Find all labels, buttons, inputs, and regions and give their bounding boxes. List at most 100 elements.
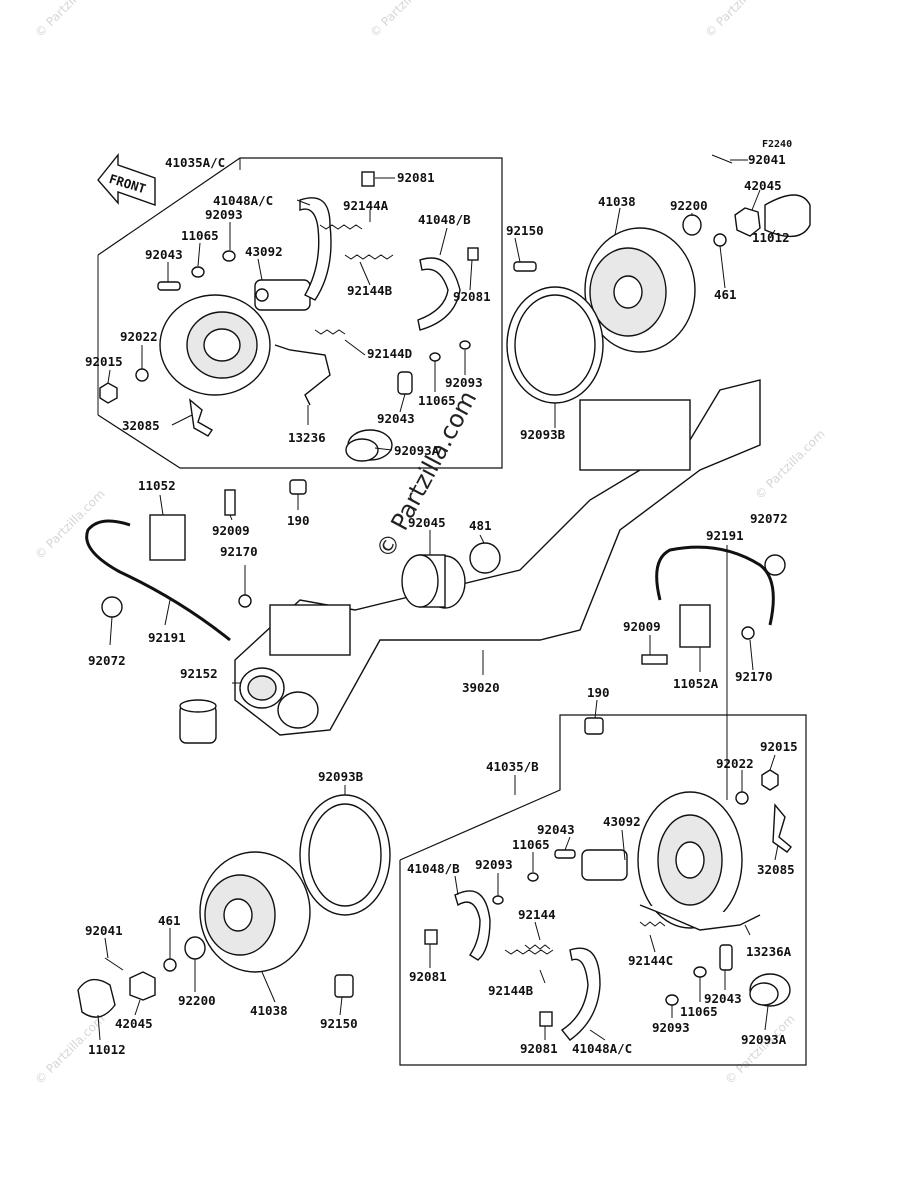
part-label: 190: [287, 513, 310, 528]
spring-upper-1: [319, 224, 363, 230]
part-label: 92045: [408, 515, 446, 530]
circlip-upper: [135, 368, 149, 382]
part-label: 11052A: [673, 676, 719, 691]
part-label: 92093: [445, 375, 483, 390]
part-label: 92200: [670, 198, 708, 213]
bolt-92009-left: [224, 489, 236, 516]
brake-shoe-lower-b: [560, 947, 601, 1041]
part-label: 42045: [115, 1016, 153, 1031]
watermark-top-right: © Partzilla.com: [702, 0, 777, 40]
part-label: 461: [158, 913, 181, 928]
watermark-bottom-right: © Partzilla.com: [722, 1012, 797, 1087]
part-label: 41035A/C: [165, 155, 225, 170]
part-label: 11065: [680, 1004, 718, 1019]
cotter-pin-upper: [711, 154, 733, 164]
part-label: 41035/B: [486, 759, 539, 774]
brake-drum-upper: [584, 227, 696, 353]
snap-ring-481: [469, 542, 501, 574]
clamp-right: [741, 626, 755, 640]
cap-upper: [764, 194, 811, 238]
bolt-92009-right: [641, 654, 668, 665]
part-label: 92093B: [318, 769, 364, 784]
part-label: 41048/B: [418, 212, 471, 227]
cap-lower: [77, 978, 116, 1018]
part-label: 92144: [518, 907, 556, 922]
part-label: 41038: [598, 194, 636, 209]
spring-92144c: [639, 921, 666, 927]
cotter-pin-lower: [104, 957, 124, 971]
pin-lower-right: [719, 944, 733, 971]
part-label: 92009: [212, 523, 250, 538]
part-label: 92022: [716, 756, 754, 771]
part-label: 42045: [744, 178, 782, 193]
clip-lower-2: [424, 929, 438, 945]
part-label: 92081: [397, 170, 435, 185]
part-label: 92152: [180, 666, 218, 681]
part-label: 461: [714, 287, 737, 302]
part-label: 13236A: [746, 944, 792, 959]
part-label: 92150: [506, 223, 544, 238]
axle-housing: [234, 379, 761, 736]
wheel-cylinder-lower: [581, 849, 628, 881]
clip-upper: [189, 398, 213, 437]
part-label: 481: [469, 518, 492, 533]
part-label: 41038: [250, 1003, 288, 1018]
pin-upper: [397, 371, 413, 395]
washer-upper-3: [429, 352, 441, 362]
lever-lower: [639, 904, 761, 931]
part-label: 92041: [748, 152, 786, 167]
brake-panel-upper: [159, 294, 271, 396]
watermark-mid-right: © Partzilla.com: [752, 427, 827, 502]
part-label: 92144B: [347, 283, 393, 298]
part-label: 41048A/C: [572, 1041, 632, 1056]
pin-lower: [554, 849, 576, 859]
washer-lower-3: [665, 994, 679, 1006]
part-label: 92081: [520, 1041, 558, 1056]
part-label: 92144A: [343, 198, 389, 213]
part-label: 11012: [752, 230, 790, 245]
part-label: 11065: [512, 837, 550, 852]
seal-lower: [749, 973, 791, 1007]
lever-upper: [274, 344, 331, 406]
brake-hose-right: [655, 545, 775, 626]
stud-upper: [513, 261, 537, 272]
part-label: 92191: [706, 528, 744, 543]
washer-upper-2: [222, 250, 236, 262]
seal-ring-upper: [506, 286, 604, 404]
clip-lower-3: [539, 1011, 553, 1027]
part-label: 43092: [603, 814, 641, 829]
circlip-lower: [735, 791, 749, 805]
leader-lines: [97, 158, 779, 1041]
bearing: [401, 554, 466, 609]
clip-lower: [772, 803, 792, 853]
part-label: 92200: [178, 993, 216, 1008]
part-label: 92072: [750, 511, 788, 526]
brake-hose-left: [85, 519, 231, 642]
part-label: 92144D: [367, 346, 412, 361]
ring-461-lower: [163, 958, 177, 972]
washer-lower-1: [527, 872, 539, 882]
watermark-top-center: © Partzilla.com: [367, 0, 442, 40]
washer-lower-right: [693, 966, 707, 978]
part-label: 92015: [760, 739, 798, 754]
castle-nut-upper: [734, 207, 761, 237]
part-label: 92093: [475, 857, 513, 872]
assembly-box-lower: [399, 714, 807, 1066]
part-label: 32085: [122, 418, 160, 433]
brake-panel-lower: [637, 791, 743, 929]
part-label: 92009: [623, 619, 661, 634]
part-label: 43092: [245, 244, 283, 259]
part-label: 39020: [462, 680, 500, 695]
clamp-left: [238, 594, 252, 608]
clip-upper-2: [361, 171, 375, 187]
clip-upper-3: [467, 247, 479, 261]
part-label: 92093A: [394, 443, 440, 458]
part-label: 92081: [409, 969, 447, 984]
clip-92072-left: [101, 596, 123, 618]
washer-upper: [191, 266, 205, 278]
wheel-cylinder-upper: [254, 279, 311, 311]
ring-461-upper: [713, 233, 727, 247]
nut-lower: [761, 769, 779, 791]
part-label: 11052: [138, 478, 176, 493]
